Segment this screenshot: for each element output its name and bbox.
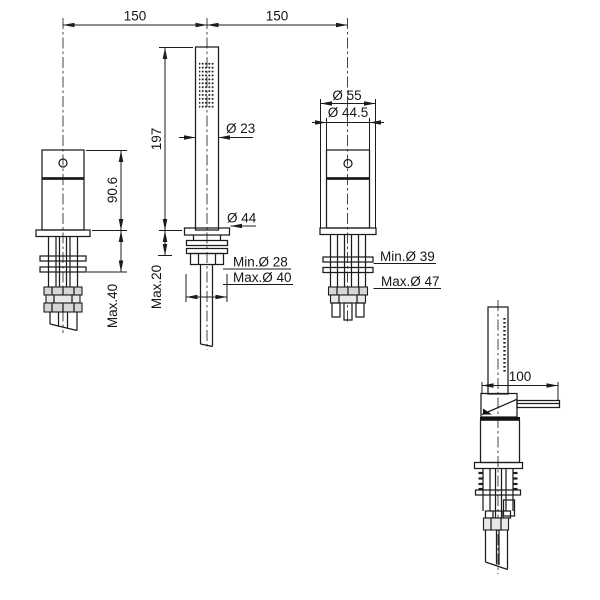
dim-label-handshower-height: 197: [149, 128, 164, 151]
dim-label-escutcheon-diameter: Ø 44: [227, 211, 257, 226]
center-lines: [62, 18, 499, 574]
mixer-valve-front-view: Ø 55 Ø 44.5: [312, 88, 441, 321]
valve-deck-flange: [319, 227, 377, 236]
handshower-holder-side-view: 100: [473, 306, 561, 571]
valve-body: [325, 149, 371, 229]
dim-label-valve-body-diameter: Ø 44.5: [328, 105, 369, 120]
handle-deck-flange: [35, 229, 91, 238]
dim-label-handle-max-deck: Max.40: [105, 284, 120, 328]
handle-deck-thickness-dimension: Max.40: [87, 230, 127, 328]
side-below-deck-assembly: [474, 468, 522, 571]
lever-projection-dimension: 100: [481, 369, 559, 401]
handshower-front-view: 197 Max.20 Ø 23 Ø 44 Min.Ø 28 Max.Ø 40: [149, 46, 293, 348]
dim-label-handshower-diameter: Ø 23: [226, 121, 255, 136]
dim-label-handshower-max-deck: Max.20: [149, 265, 164, 309]
handle-valve-front-view: 90.6 Max.40: [35, 149, 127, 332]
valve-hole-labels: Min.Ø 39 Max.Ø 47: [373, 249, 441, 289]
dim-label-spacing-right: 150: [266, 9, 289, 24]
dim-label-handle-height: 90.6: [105, 177, 120, 203]
dim-label-hole-min: Min.Ø 28: [233, 255, 288, 270]
valve-diameter-dimensions: Ø 55 Ø 44.5: [312, 88, 384, 228]
handle-index-dot: [58, 158, 68, 168]
dim-label-valve-flange-diameter: Ø 55: [332, 88, 361, 103]
handle-height-dimension: 90.6: [86, 150, 127, 231]
handle-below-deck-assembly: [39, 236, 87, 332]
handshower-height-dimension: 197: [149, 47, 193, 231]
holder-clip: [483, 408, 492, 415]
dim-label-hole-max: Max.Ø 40: [233, 270, 292, 285]
side-body: [479, 419, 521, 464]
handshower-escutcheon: [183, 227, 231, 236]
dim-label-spacing-left: 150: [124, 9, 147, 24]
valve-index-dot: [343, 158, 353, 169]
spray-face-dots: [199, 62, 215, 109]
dim-label-lever-projection: 100: [509, 369, 532, 384]
holder-joint-band: [480, 417, 520, 421]
escutcheon-diameter-label: Ø 44: [227, 211, 257, 229]
side-deck-flange: [473, 461, 524, 470]
valve-below-deck-assembly: [322, 234, 374, 321]
dim-label-valve-hole-max: Max.Ø 47: [381, 274, 440, 289]
handshower-hole-labels: Min.Ø 28 Max.Ø 40: [185, 255, 293, 302]
handshower-deck-thickness-dimension: Max.20: [149, 230, 172, 309]
handshower-diameter-dimension: Ø 23: [179, 121, 255, 140]
dim-label-valve-hole-min: Min.Ø 39: [380, 249, 435, 264]
handshower-below-deck-assembly: [185, 235, 229, 348]
top-spacing-dimension: 150 150: [63, 9, 348, 28]
